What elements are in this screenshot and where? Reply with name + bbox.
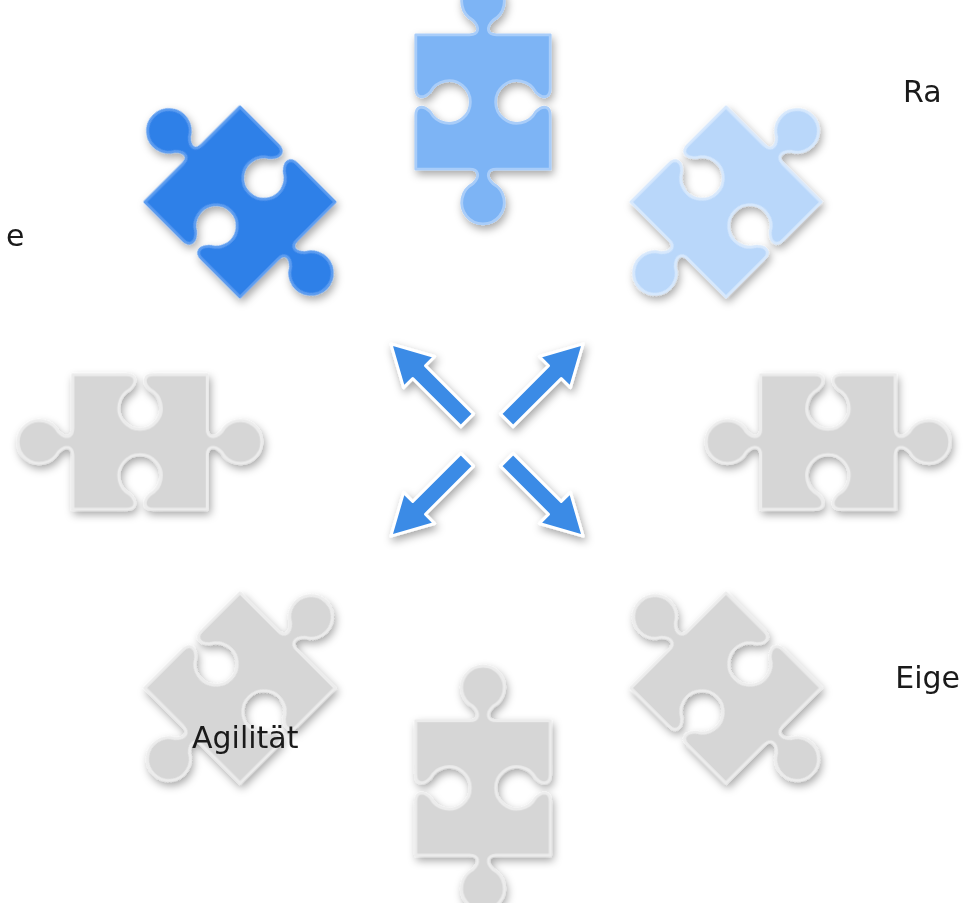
side-label: Ra [903, 74, 942, 110]
puzzle-piece [592, 554, 859, 821]
puzzle-piece [18, 375, 262, 509]
puzzle-piece [592, 68, 859, 335]
direction-arrow [491, 328, 598, 435]
side-label: e [6, 218, 24, 254]
direction-arrow [491, 444, 598, 551]
puzzle-piece [416, 666, 550, 903]
direction-arrow [375, 328, 482, 435]
puzzle-piece [106, 68, 373, 335]
puzzle-piece [416, 0, 550, 224]
puzzle-piece [106, 554, 373, 821]
side-label: Agilität [192, 720, 298, 756]
side-label: Eige [895, 660, 960, 696]
direction-arrow [375, 444, 482, 551]
puzzle-piece [706, 375, 950, 509]
